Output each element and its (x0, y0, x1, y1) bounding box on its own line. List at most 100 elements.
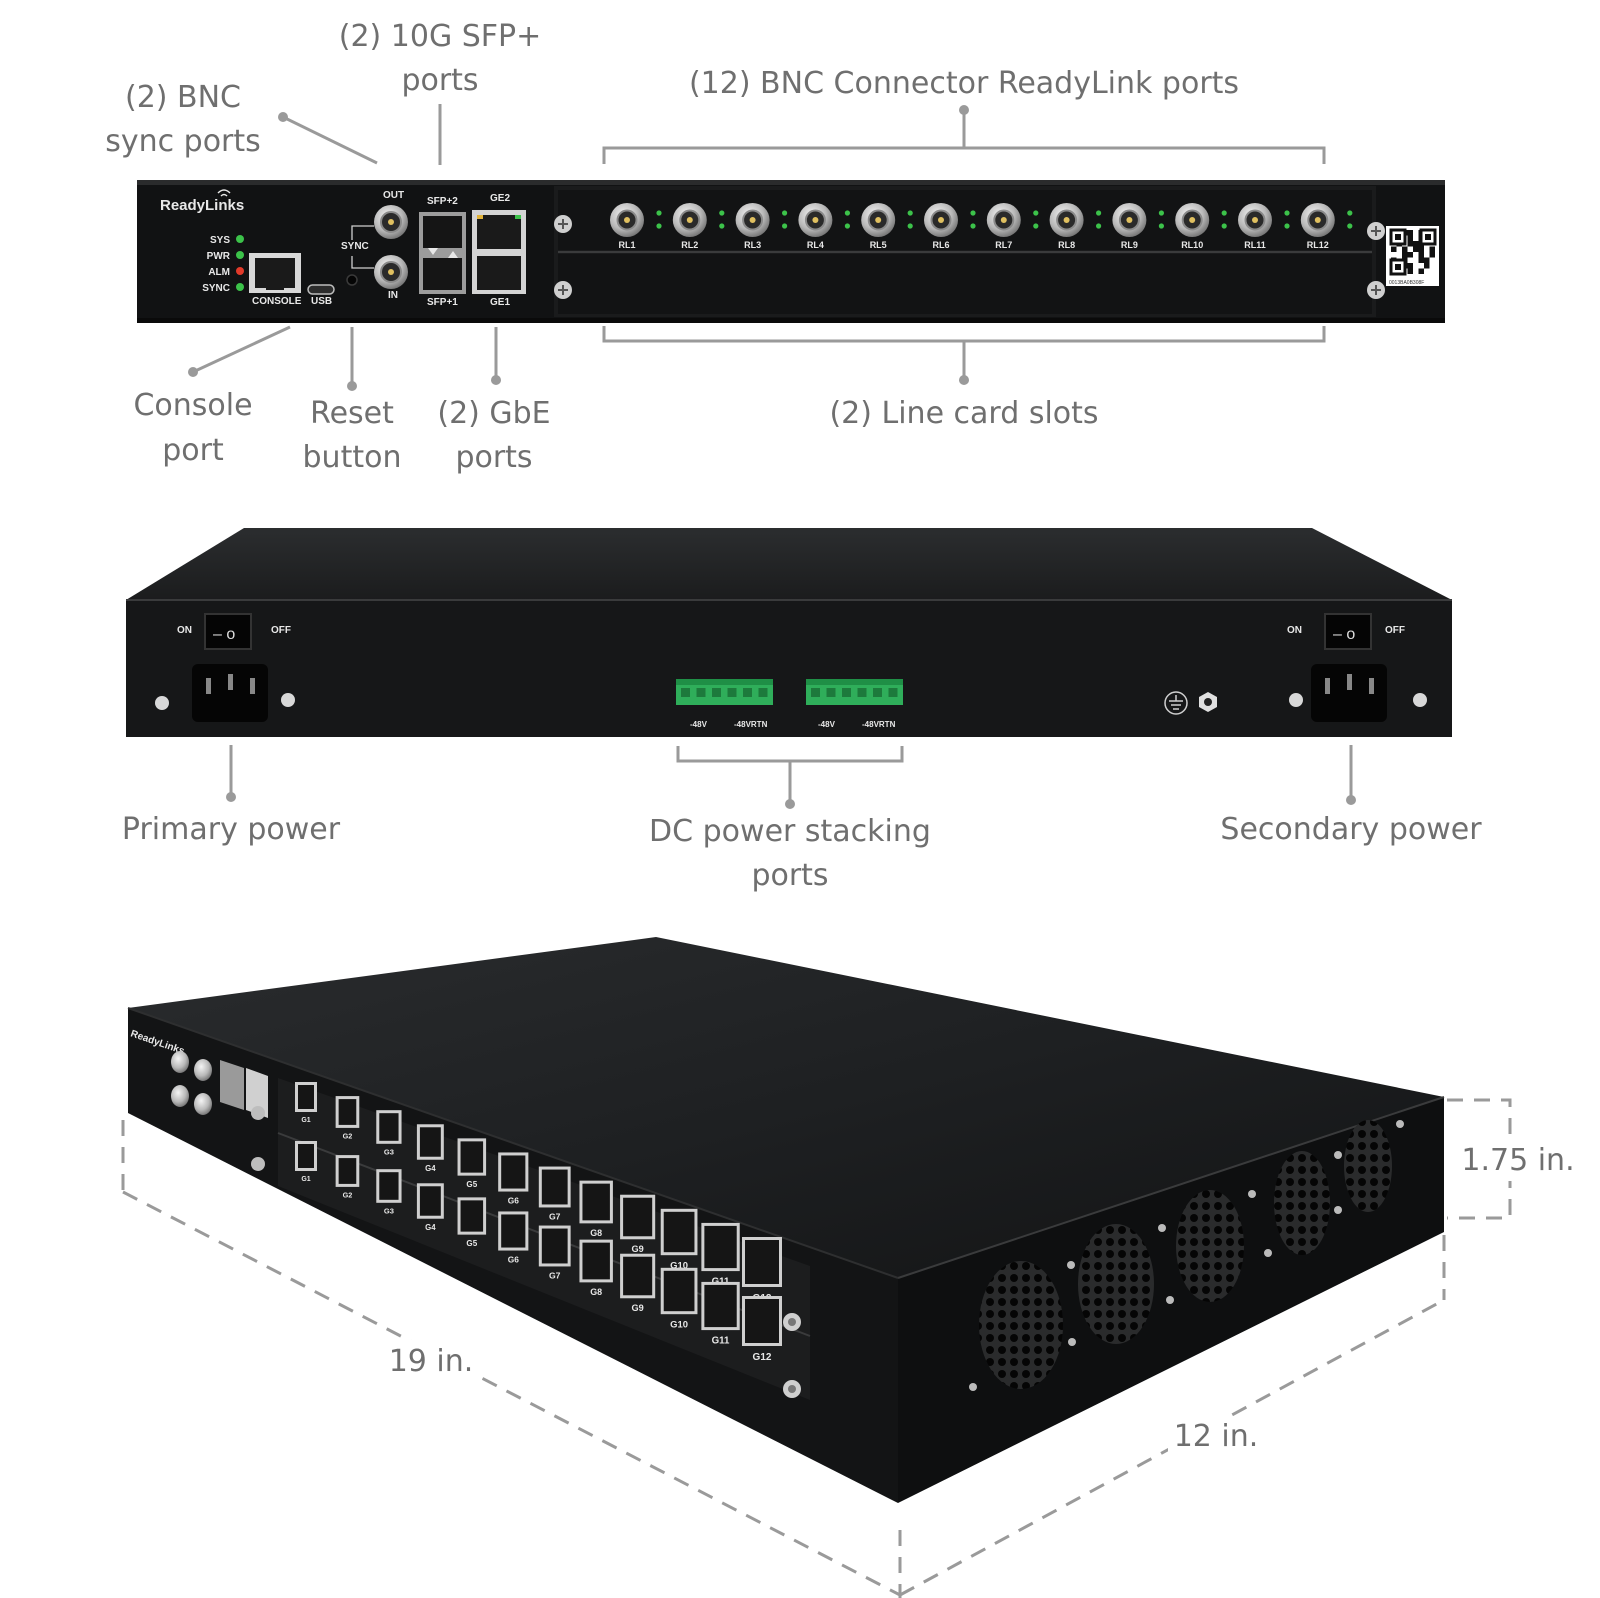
width-line (122, 1190, 901, 1597)
port-led (782, 223, 788, 229)
iso-port-label: G5 (466, 1180, 477, 1189)
screw-icon (969, 1383, 977, 1391)
secondary-power-switch[interactable] (1324, 613, 1372, 650)
iso-top-port-g2[interactable] (335, 1096, 360, 1128)
iso-gbe-block (246, 1068, 268, 1118)
readylink-port-rl11[interactable] (1238, 203, 1272, 237)
readylink-port-rl9[interactable] (1112, 203, 1147, 237)
port-led (1284, 210, 1290, 216)
serial-number: 0013BA0B308F (1389, 280, 1424, 286)
iso-port-label: G2 (343, 1131, 353, 1140)
readylink-port-rl3[interactable] (735, 203, 770, 237)
console-label: CONSOLE (252, 296, 302, 307)
ge1-port[interactable] (477, 256, 521, 290)
sync-in-label: IN (388, 290, 398, 301)
iso-top-port-g4[interactable] (416, 1124, 444, 1160)
port-led (656, 223, 662, 229)
readylink-port-rl6[interactable] (924, 203, 958, 237)
readylink-label: RL2 (681, 240, 698, 250)
rear-chassis (126, 600, 1452, 737)
screw-icon (1413, 693, 1427, 707)
readylink-port-rl2[interactable] (672, 203, 707, 237)
iso-bottom-port-g2[interactable] (335, 1155, 360, 1187)
status-led-pwr (236, 251, 244, 259)
thumbscrew-icon (251, 1157, 265, 1171)
sync-out-bnc[interactable] (374, 205, 408, 239)
terminal-screw-icon (696, 688, 706, 697)
iso-top-port-g7[interactable] (538, 1166, 571, 1208)
iso-top-port-g1[interactable] (295, 1082, 317, 1112)
terminal-screw-icon (758, 688, 768, 697)
screw-icon (1334, 1206, 1342, 1214)
secondary-power-inlet[interactable] (1311, 664, 1387, 722)
terminal-screw-icon (712, 688, 721, 697)
iso-port-label: G7 (549, 1271, 561, 1281)
ge1-label: GE1 (490, 297, 510, 308)
iso-bottom-port-g11[interactable] (701, 1281, 740, 1331)
screw-icon (1068, 1338, 1076, 1346)
thumbscrew-icon (783, 1380, 801, 1398)
readylink-label: RL9 (1121, 240, 1138, 250)
iso-top-port-g12[interactable] (742, 1237, 782, 1287)
iso-top-port-g3[interactable] (376, 1110, 402, 1144)
readylink-port-rl10[interactable] (1175, 203, 1210, 237)
readylink-port-rl12[interactable] (1300, 203, 1335, 237)
readylink-label: RL1 (618, 240, 635, 250)
iso-top-port-g10[interactable] (660, 1208, 698, 1256)
terminal-screw-icon (811, 688, 820, 697)
iso-top-port-g6[interactable] (498, 1152, 529, 1192)
dc-terminal-block-1[interactable] (676, 679, 773, 705)
iso-top-port-g9[interactable] (620, 1194, 656, 1240)
iso-bottom-port-g12[interactable] (742, 1296, 782, 1346)
iso-top-port-g5[interactable] (457, 1138, 487, 1176)
sfp1-port[interactable] (423, 258, 462, 290)
iso-top-port-g8[interactable] (579, 1180, 613, 1224)
readylink-port-rl5[interactable] (861, 203, 896, 237)
iso-port-label: G11 (712, 1336, 730, 1347)
vent-grille-icon (1176, 1190, 1244, 1302)
sfp2-port[interactable] (423, 216, 462, 248)
thumbscrew-icon (1367, 222, 1385, 240)
reset-button[interactable] (346, 274, 358, 286)
ge2-port[interactable] (477, 215, 521, 249)
iso-bottom-port-g6[interactable] (498, 1211, 529, 1251)
iso-bottom-port-g9[interactable] (620, 1253, 656, 1299)
port-led (907, 210, 913, 216)
primary-power-switch[interactable] (204, 613, 252, 650)
readylink-port-rl1[interactable] (610, 203, 644, 237)
iso-bottom-port-g4[interactable] (416, 1183, 444, 1219)
port-led (1033, 210, 1039, 216)
readylink-port-rl7[interactable] (986, 203, 1021, 237)
vent-grille-icon (1274, 1151, 1330, 1255)
iso-vents (969, 1120, 1404, 1391)
iso-bottom-port-g8[interactable] (579, 1239, 613, 1283)
port-led (1347, 210, 1353, 216)
iso-port-label: G8 (590, 1228, 602, 1238)
secondary-off-label: OFF (1385, 625, 1405, 636)
readylink-label: RL10 (1181, 240, 1203, 250)
iso-bottom-port-g3[interactable] (376, 1169, 402, 1203)
usb-label: USB (311, 296, 332, 307)
readylink-port-rl4[interactable] (798, 203, 833, 237)
status-led-sys (236, 235, 244, 243)
sfp1-label: SFP+1 (427, 297, 458, 308)
isometric-view: ReadyLinks G1G2G3G4G5G6G7G8G9G10G11G12G1… (127, 937, 1445, 1503)
iso-bottom-port-g1[interactable] (295, 1141, 317, 1171)
secondary-power-callout: Secondary power (1220, 812, 1482, 847)
iso-top-port-g11[interactable] (701, 1222, 740, 1272)
iso-bottom-port-g5[interactable] (457, 1197, 487, 1235)
usb-port[interactable] (307, 284, 335, 295)
iso-bottom-port-g7[interactable] (538, 1225, 571, 1267)
iso-bottom-port-g10[interactable] (660, 1267, 698, 1315)
primary-power-inlet[interactable] (192, 664, 268, 722)
readylink-label: RL4 (807, 240, 824, 250)
readylink-label: RL6 (932, 240, 949, 250)
sync-in-bnc[interactable] (374, 255, 408, 289)
dc-terminal-block-2[interactable] (806, 679, 903, 705)
width-label: 19 in. (389, 1344, 474, 1379)
readylink-port-rl8[interactable] (1049, 203, 1084, 237)
